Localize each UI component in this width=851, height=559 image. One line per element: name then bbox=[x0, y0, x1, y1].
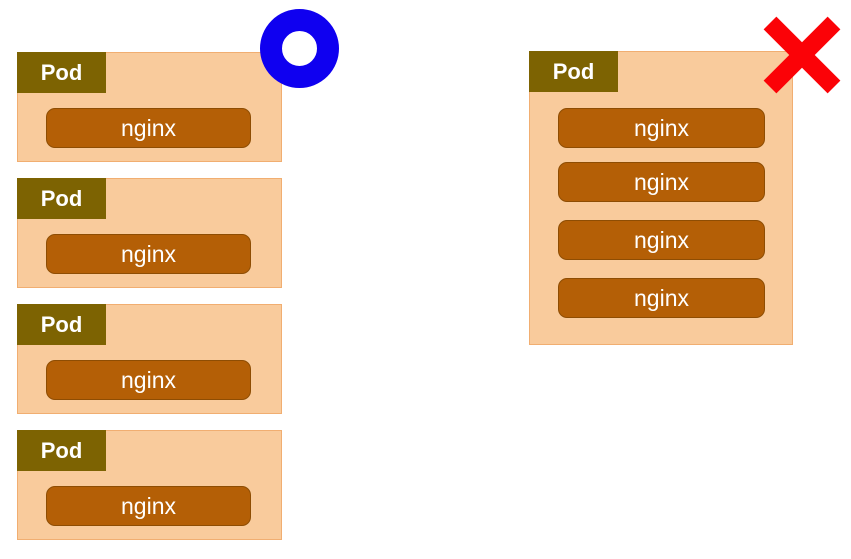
pod-label: Pod bbox=[17, 430, 106, 471]
pod-box-4: Pod nginx bbox=[17, 430, 282, 540]
pod-label: Pod bbox=[17, 178, 106, 219]
nginx-container: nginx bbox=[46, 360, 251, 400]
pod-label: Pod bbox=[17, 304, 106, 345]
incorrect-cross-icon bbox=[763, 16, 841, 94]
pod-box-5: Pod nginx nginx nginx nginx bbox=[529, 51, 793, 345]
nginx-container: nginx bbox=[558, 108, 765, 148]
nginx-container: nginx bbox=[558, 162, 765, 202]
pod-box-1: Pod nginx bbox=[17, 52, 282, 162]
nginx-container: nginx bbox=[46, 486, 251, 526]
correct-circle-icon bbox=[260, 9, 339, 88]
nginx-container: nginx bbox=[558, 278, 765, 318]
pod-label: Pod bbox=[529, 51, 618, 92]
pod-box-2: Pod nginx bbox=[17, 178, 282, 288]
nginx-container: nginx bbox=[46, 108, 251, 148]
nginx-container: nginx bbox=[46, 234, 251, 274]
nginx-container: nginx bbox=[558, 220, 765, 260]
pod-label: Pod bbox=[17, 52, 106, 93]
pod-box-3: Pod nginx bbox=[17, 304, 282, 414]
